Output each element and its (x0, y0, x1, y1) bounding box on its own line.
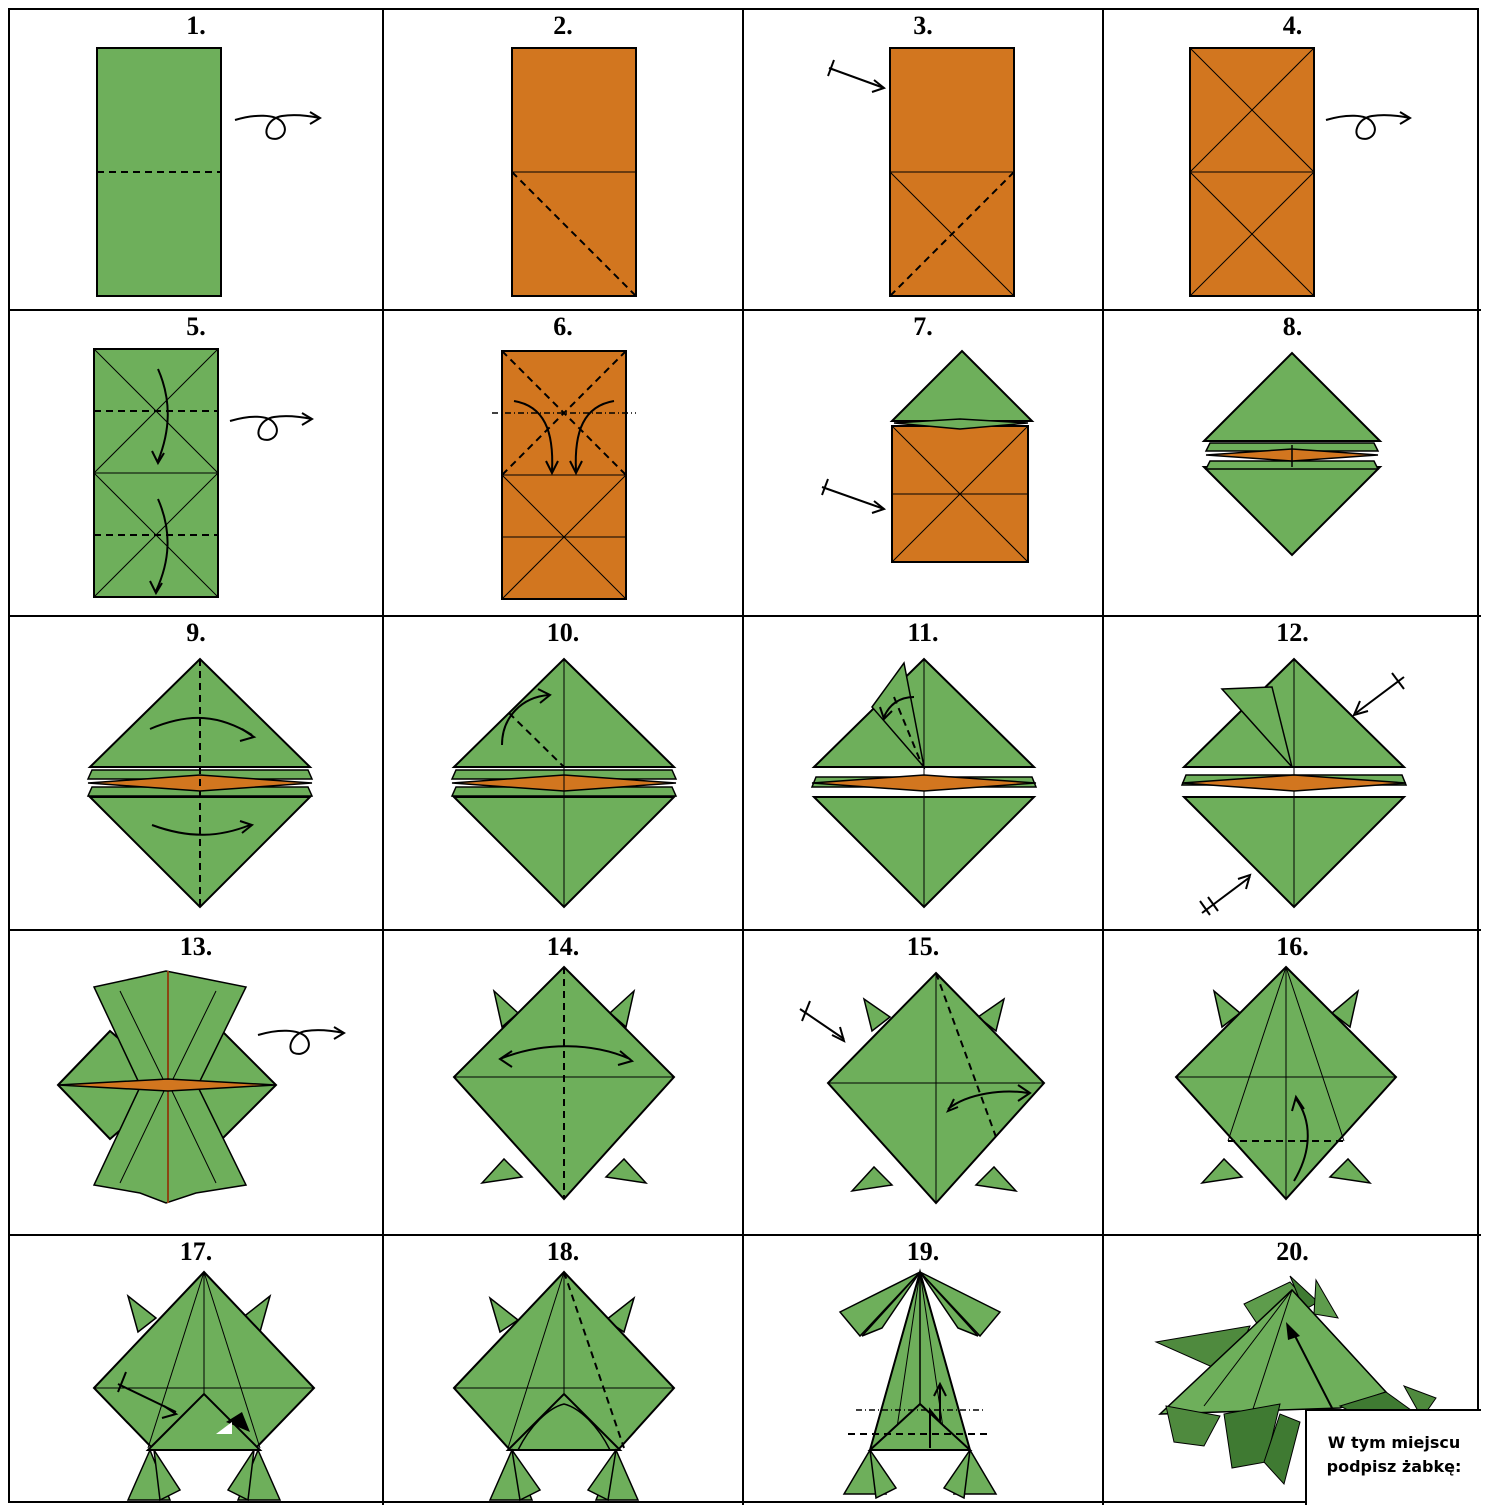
step-7: 7. (744, 311, 1104, 617)
step-9: 9. (10, 617, 384, 931)
step-8-diagram (1104, 311, 1481, 617)
step-4-diagram (1104, 10, 1481, 311)
step-11: 11. (744, 617, 1104, 931)
step-7-diagram (744, 311, 1104, 617)
step-5: 5. (10, 311, 384, 617)
step-20: 20. W tym miejscu podpisz żabkę: (1104, 1236, 1481, 1505)
step-3: 3. (744, 10, 1104, 311)
step-16: 16. (1104, 931, 1481, 1236)
step-2: 2. (384, 10, 744, 311)
step-3-diagram (744, 10, 1104, 311)
step-17: 17. (10, 1236, 384, 1505)
step-8: 8. (1104, 311, 1481, 617)
signature-note-box[interactable]: W tym miejscu podpisz żabkę: (1305, 1409, 1481, 1505)
step-6-diagram (384, 311, 744, 617)
step-10-diagram (384, 617, 744, 931)
step-17-diagram (10, 1236, 384, 1505)
step-1-diagram (10, 10, 384, 311)
step-14: 14. (384, 931, 744, 1236)
step-1: 1. (10, 10, 384, 311)
crease-arrow-icon (822, 479, 884, 513)
step-15-diagram (744, 931, 1104, 1236)
step-15: 15. (744, 931, 1104, 1236)
step-12-diagram (1104, 617, 1481, 931)
step-13: 13. (10, 931, 384, 1236)
turn-over-icon (230, 413, 312, 440)
step-13-diagram (10, 931, 384, 1236)
crease-arrow-icon (828, 60, 884, 92)
step-10: 10. (384, 617, 744, 931)
step-14-diagram (384, 931, 744, 1236)
turn-over-icon (235, 112, 320, 139)
step-4: 4. (1104, 10, 1481, 311)
step-12: 12. (1104, 617, 1481, 931)
step-19-diagram (744, 1236, 1104, 1505)
crease-arrow-icon (800, 1001, 844, 1041)
turn-over-icon (1326, 112, 1410, 139)
instruction-grid: 1. 2. 3. 4. (8, 8, 1479, 1503)
turn-over-icon (258, 1027, 344, 1054)
step-5-diagram (10, 311, 384, 617)
step-18-diagram (384, 1236, 744, 1505)
note-line-2: podpisz żabkę: (1307, 1455, 1481, 1479)
note-line-1: W tym miejscu (1307, 1431, 1481, 1455)
step-19: 19. (744, 1236, 1104, 1505)
step-11-diagram (744, 617, 1104, 931)
step-2-diagram (384, 10, 744, 311)
step-9-diagram (10, 617, 384, 931)
step-16-diagram (1104, 931, 1481, 1236)
step-18: 18. (384, 1236, 744, 1505)
step-6: 6. (384, 311, 744, 617)
